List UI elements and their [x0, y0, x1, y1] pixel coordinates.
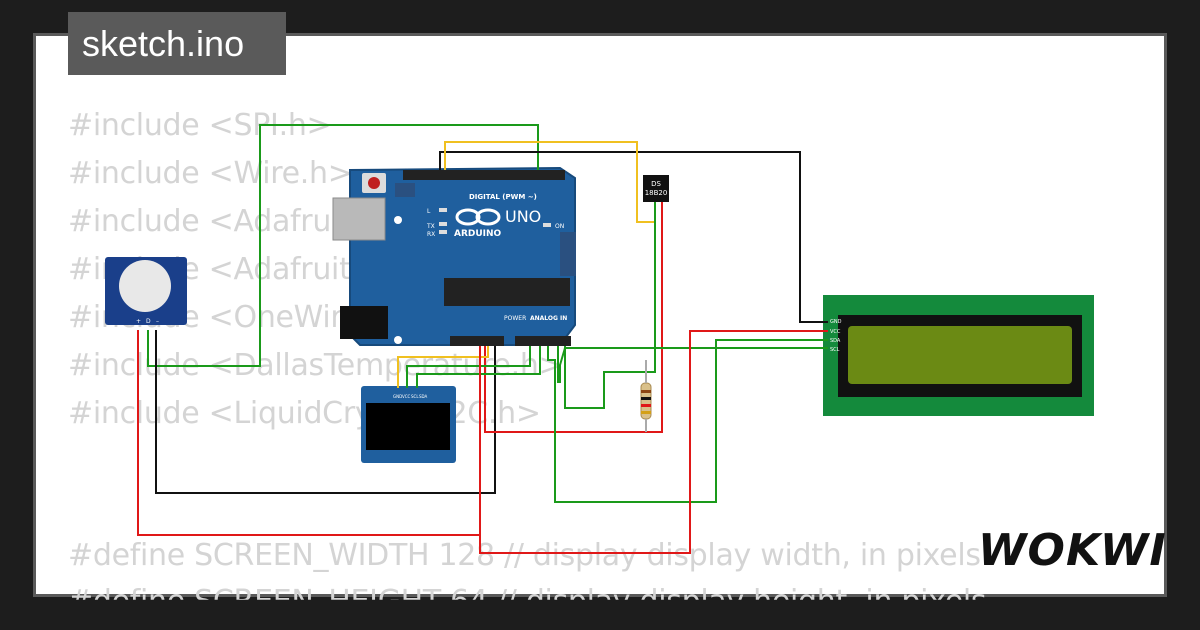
oled-display[interactable]: GND VCC SCL SDA: [361, 386, 456, 463]
pir-dome: [119, 260, 171, 312]
arduino-uno-board[interactable]: DIGITAL (PWM ~) UNO ARDUINO L TX RX ON P…: [332, 166, 576, 346]
resistor[interactable]: [640, 382, 652, 420]
wire-black-lcd-gnd[interactable]: [439, 151, 828, 323]
wire-green-ds18b20[interactable]: [564, 202, 656, 409]
oled-pin-sda: SDA: [419, 394, 428, 399]
power-jack: [340, 306, 388, 339]
wire-red-ds18b20[interactable]: [484, 202, 663, 433]
tx-led: [439, 222, 447, 226]
wire-green-lcd-scl[interactable]: [557, 346, 828, 383]
arduino-brand-label: ARDUINO: [454, 229, 502, 239]
icsp-header: [560, 232, 576, 276]
power-header: [450, 336, 504, 346]
mounting-hole: [394, 336, 402, 344]
digital-label: DIGITAL (PWM ~): [469, 193, 537, 201]
wire-yellow-oled[interactable]: [397, 346, 489, 388]
pir-sensor[interactable]: + D –: [105, 257, 187, 325]
wokwi-logo: WOKWI: [978, 525, 1167, 576]
analog-label: ANALOG IN: [530, 315, 567, 322]
lcd-pin-sda: SDA: [830, 338, 841, 344]
lcd-pin-scl: SCL: [830, 347, 840, 353]
analog-header: [515, 336, 571, 346]
code-line: #include <LiquidCrystal_I2C.h>: [68, 396, 541, 431]
ds18b20-label-top: DS: [651, 180, 661, 188]
pir-pin-d: D: [146, 318, 151, 325]
code-line: #include <Wire.h>: [68, 156, 353, 191]
lcd-pin-gnd: GND: [830, 319, 842, 325]
icsp-header-2: [395, 183, 415, 197]
pir-pin-plus: +: [136, 318, 141, 325]
mounting-hole: [394, 216, 402, 224]
file-tab[interactable]: sketch.ino: [68, 12, 286, 75]
code-line: #define SCREEN_HEIGHT 64 // display disp…: [68, 584, 987, 619]
uno-label: UNO: [505, 207, 541, 226]
tx-led-label: TX: [426, 223, 435, 230]
oled-pin-gnd: GND: [393, 394, 402, 399]
rx-led: [439, 230, 447, 234]
code-line: #include <Adafruit: [68, 204, 351, 239]
power-label: POWER: [504, 315, 526, 322]
arduino-logo: [455, 208, 501, 226]
reset-button-cap: [368, 177, 380, 189]
atmega-chip: [444, 278, 570, 306]
oled-screen: [366, 403, 450, 450]
lcd-pin-vcc: VCC: [830, 329, 841, 335]
l-led: [439, 208, 447, 212]
on-led: [543, 223, 551, 227]
digital-header: [403, 170, 565, 180]
wire-black-pir[interactable]: [155, 330, 496, 494]
lcd-screen: [848, 326, 1072, 384]
ds18b20-sensor[interactable]: DS 18B20: [643, 175, 669, 202]
lcd-display[interactable]: GND VCC SDA SCL: [823, 295, 1094, 416]
wires: [137, 124, 828, 554]
pir-pin-minus: –: [156, 318, 159, 325]
code-line: #define SCREEN_WIDTH 128 // display disp…: [68, 538, 981, 573]
ds18b20-label-bottom: 18B20: [645, 189, 668, 197]
wire-green-pir[interactable]: [147, 124, 539, 367]
rx-led-label: RX: [427, 231, 435, 238]
usb-port: [332, 197, 386, 241]
oled-pin-vcc: VCC: [402, 394, 411, 399]
oled-pin-scl: SCL: [411, 394, 419, 399]
wire-green-lcd-sda[interactable]: [547, 339, 828, 503]
wire-red-lcd-vcc[interactable]: [479, 330, 828, 554]
l-led-label: L: [427, 208, 431, 215]
wire-green-oled-2[interactable]: [416, 346, 541, 388]
wire-green-oled-1[interactable]: [406, 346, 531, 388]
on-label: ON: [555, 223, 564, 230]
